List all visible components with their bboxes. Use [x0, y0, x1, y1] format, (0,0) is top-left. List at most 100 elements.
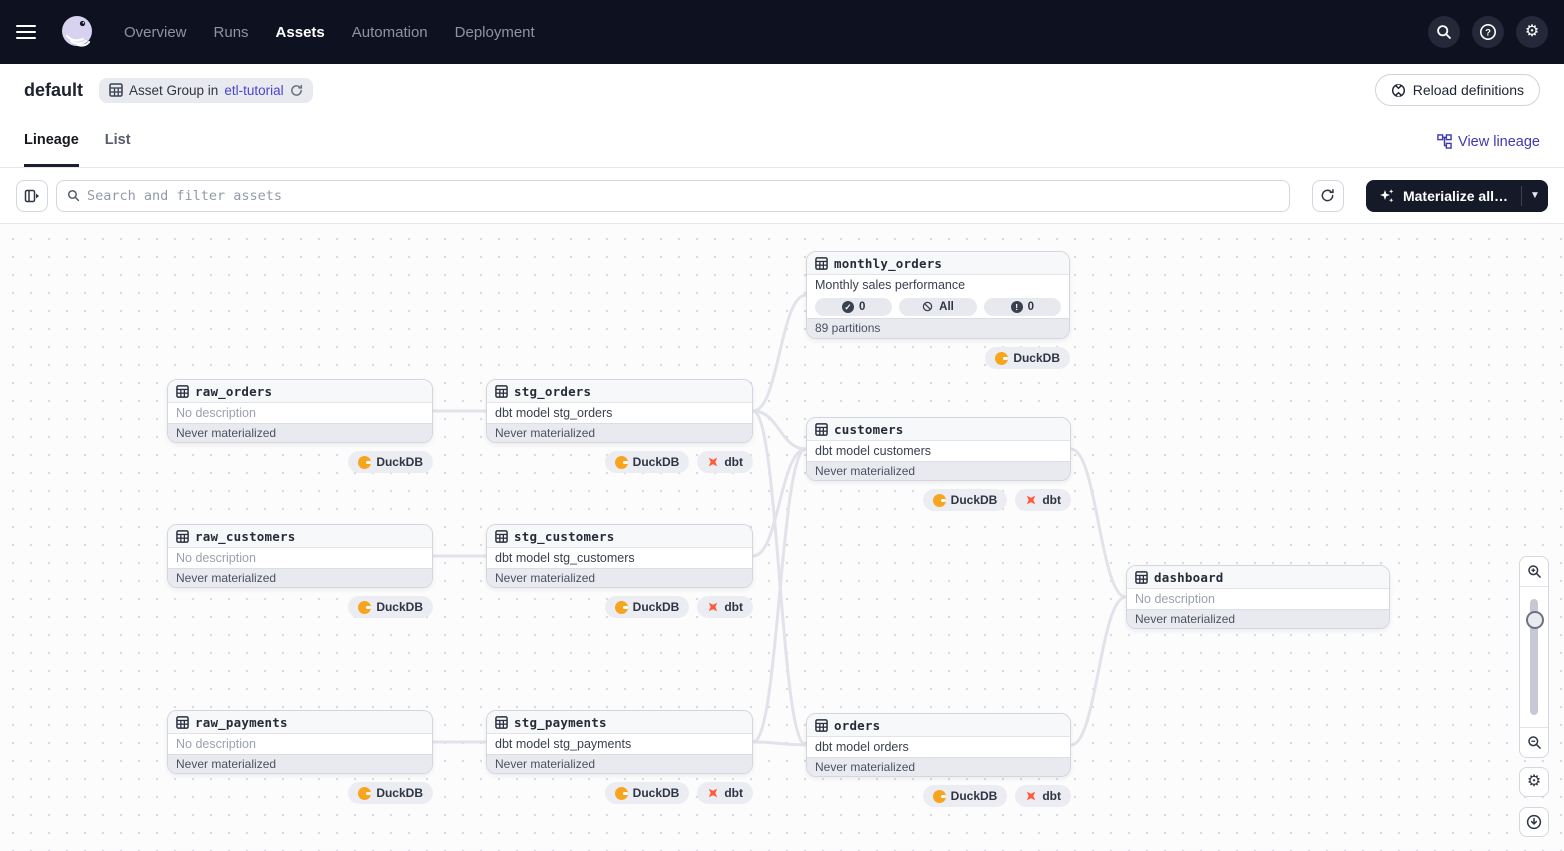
- reload-definitions-label: Reload definitions: [1412, 82, 1524, 98]
- nav-item-overview[interactable]: Overview: [124, 23, 187, 41]
- status-pill-check[interactable]: ✓0: [815, 297, 893, 316]
- asset-node-raw_payments[interactable]: raw_payments No description Never materi…: [167, 710, 433, 774]
- asset-name: customers: [834, 421, 904, 437]
- asset-node-stg_payments[interactable]: stg_payments dbt model stg_payments Neve…: [486, 710, 753, 774]
- asset-description: dbt model orders: [815, 740, 909, 755]
- asset-node-raw_orders[interactable]: raw_orders No description Never material…: [167, 379, 433, 443]
- help-icon: ?: [1480, 24, 1496, 40]
- nav-item-deployment[interactable]: Deployment: [454, 23, 535, 41]
- sparkle-icon: [1379, 188, 1394, 202]
- asset-node-dashboard[interactable]: dashboard No description Never materiali…: [1126, 565, 1390, 629]
- kind-badge-dbt[interactable]: dbt: [697, 451, 753, 473]
- kind-badge-duckdb[interactable]: DuckDB: [604, 451, 690, 473]
- asset-description: No description: [176, 737, 256, 752]
- tab-lineage[interactable]: Lineage: [24, 116, 79, 167]
- code-location-link[interactable]: etl-tutorial: [224, 82, 284, 98]
- kind-badge-label: dbt: [724, 455, 743, 469]
- asset-node-header: stg_orders: [487, 380, 752, 404]
- kind-badge-duckdb[interactable]: DuckDB: [348, 596, 433, 618]
- duckdb-icon: [358, 455, 372, 469]
- status-pill-warn[interactable]: !0: [983, 297, 1061, 316]
- search-icon-button[interactable]: [1428, 16, 1460, 48]
- download-view-button[interactable]: [1519, 807, 1549, 837]
- duckdb-icon: [358, 600, 372, 614]
- duckdb-icon: [932, 789, 946, 803]
- zoom-slider-track[interactable]: [1530, 599, 1538, 715]
- kind-badge-label: DuckDB: [950, 493, 998, 507]
- asset-name: raw_payments: [195, 714, 288, 730]
- kind-badge-dbt[interactable]: dbt: [697, 782, 753, 804]
- toggle-sidebar-button[interactable]: [16, 179, 48, 212]
- refresh-button[interactable]: [1311, 179, 1344, 212]
- asset-node-monthly_orders[interactable]: monthly_orders Monthly sales performance…: [806, 251, 1070, 339]
- kind-badge-duckdb[interactable]: DuckDB: [922, 489, 1008, 511]
- zoom-controls: [1519, 556, 1549, 758]
- asset-description: No description: [1135, 592, 1215, 607]
- alert-circle-icon: !: [1010, 300, 1023, 313]
- table-icon: [815, 256, 828, 270]
- kind-badge-duckdb[interactable]: DuckDB: [985, 347, 1070, 369]
- status-pill-label: All: [939, 300, 954, 313]
- kind-badge-duckdb[interactable]: DuckDB: [922, 785, 1008, 807]
- duckdb-icon: [614, 600, 628, 614]
- asset-node-raw_customers[interactable]: raw_customers No description Never mater…: [167, 524, 433, 588]
- materialize-all-button[interactable]: Materialize all… ▼: [1365, 179, 1548, 212]
- asset-name: monthly_orders: [834, 255, 943, 271]
- asset-node-header: raw_payments: [168, 711, 432, 735]
- edge-stg_payments-to-orders: [751, 740, 808, 747]
- lineage-canvas[interactable]: ⚙ monthly_orders Monthly sales performan…: [0, 224, 1564, 851]
- asset-node-stg_orders[interactable]: stg_orders dbt model stg_orders Never ma…: [486, 379, 753, 443]
- nav-item-automation[interactable]: Automation: [351, 23, 428, 41]
- view-lineage-label: View lineage: [1458, 133, 1540, 150]
- kind-badge-label: DuckDB: [632, 786, 680, 800]
- tab-list[interactable]: List: [104, 132, 131, 148]
- search-input[interactable]: [87, 187, 1279, 204]
- table-icon: [176, 529, 189, 543]
- hamburger-menu-icon[interactable]: [16, 20, 40, 44]
- gear-icon: ⚙: [1526, 773, 1542, 790]
- help-button[interactable]: ?: [1472, 16, 1504, 48]
- graph-settings-button[interactable]: ⚙: [1519, 767, 1549, 797]
- nav-item-assets[interactable]: Assets: [275, 23, 325, 41]
- zoom-slider-handle[interactable]: [1526, 611, 1544, 629]
- kind-badge-dbt[interactable]: dbt: [1015, 489, 1071, 511]
- kind-badge-dbt[interactable]: dbt: [697, 596, 753, 618]
- kind-badges-customers: DuckDB dbt: [806, 489, 1071, 511]
- kind-badge-duckdb[interactable]: DuckDB: [348, 782, 433, 804]
- kind-badge-dbt[interactable]: dbt: [1015, 785, 1071, 807]
- zoom-out-button[interactable]: [1520, 727, 1548, 757]
- table-icon: [176, 715, 189, 729]
- asset-node-stg_customers[interactable]: stg_customers dbt model stg_customers Ne…: [486, 524, 753, 588]
- kind-badge-duckdb[interactable]: DuckDB: [604, 596, 690, 618]
- edge-stg_orders-to-monthly_orders: [751, 293, 808, 413]
- edge-stg_orders-to-orders: [751, 409, 808, 747]
- materialize-dropdown-caret[interactable]: ▼: [1530, 190, 1540, 201]
- nav-item-runs[interactable]: Runs: [213, 23, 249, 41]
- page-header: default Asset Group in etl-tutorial Relo…: [0, 64, 1564, 116]
- reload-location-icon[interactable]: [290, 84, 303, 97]
- asset-materialization-status: Never materialized: [168, 422, 432, 443]
- download-icon: [1526, 814, 1542, 830]
- kind-badges-stg_orders: DuckDB dbt: [486, 451, 753, 473]
- duckdb-icon: [614, 786, 628, 800]
- asset-node-header: customers: [807, 418, 1070, 442]
- asset-node-customers[interactable]: customers dbt model customers Never mate…: [806, 417, 1071, 481]
- zoom-in-icon: [1527, 565, 1541, 578]
- duckdb-icon: [614, 455, 628, 469]
- refresh-icon: [1322, 188, 1335, 202]
- asset-node-orders[interactable]: orders dbt model orders Never materializ…: [806, 713, 1071, 777]
- view-lineage-link[interactable]: View lineage: [1437, 134, 1540, 150]
- kind-badge-duckdb[interactable]: DuckDB: [604, 782, 690, 804]
- slash-circle-icon: [922, 301, 934, 313]
- asset-materialization-status: Never materialized: [807, 460, 1070, 481]
- reload-definitions-button[interactable]: Reload definitions: [1374, 74, 1540, 106]
- kind-badge-label: DuckDB: [376, 600, 423, 614]
- dagster-logo[interactable]: [58, 12, 98, 52]
- zoom-in-button[interactable]: [1520, 557, 1548, 587]
- kind-badge-duckdb[interactable]: DuckDB: [348, 451, 433, 473]
- gear-icon: ⚙: [1524, 23, 1540, 40]
- settings-button[interactable]: ⚙: [1516, 16, 1548, 48]
- asset-search: [56, 179, 1290, 212]
- status-pill-slash[interactable]: All: [899, 297, 977, 316]
- zoom-slider[interactable]: [1520, 587, 1548, 727]
